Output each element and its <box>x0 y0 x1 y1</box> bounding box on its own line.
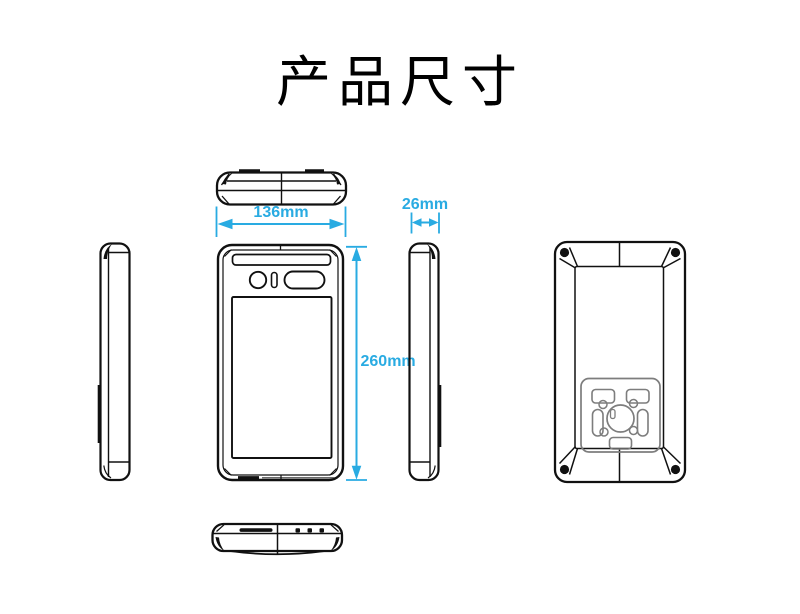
front-corner-seams <box>224 249 337 476</box>
screw-bottom-left-icon <box>559 464 570 475</box>
speaker-grille <box>231 253 332 266</box>
plate-center-hole <box>606 404 635 433</box>
width-dimension: 136mm <box>215 204 347 237</box>
bottom-corner-seams <box>216 524 339 532</box>
plate-hole-bottom-right <box>628 425 639 436</box>
bottom-view <box>211 522 344 556</box>
front-view <box>216 243 345 482</box>
depth-dimension-label: 26mm <box>402 196 448 213</box>
back-outline-outer <box>553 240 687 484</box>
back-outline-inner <box>574 265 665 450</box>
width-dimension-label: 136mm <box>253 204 308 221</box>
left-side-outline <box>99 242 131 482</box>
left-side-bottom-seam <box>103 465 112 479</box>
light-sensor-icon <box>270 271 278 289</box>
width-arrowhead-left <box>217 218 233 230</box>
mounting-plate-outline <box>580 377 661 453</box>
front-outline-inner <box>222 249 339 476</box>
plate-slot-top-left <box>591 388 616 404</box>
right-side-bottom-seam <box>427 465 436 479</box>
back-corner-gussets <box>558 247 682 475</box>
top-view <box>215 169 348 206</box>
depth-extension-lines <box>410 212 440 234</box>
height-arrowhead-bottom <box>351 465 362 480</box>
back-view <box>553 240 687 484</box>
width-extension-lines <box>215 206 347 237</box>
bottom-port-slot <box>239 528 273 532</box>
right-side-outline <box>408 242 440 482</box>
height-arrowhead-top <box>351 247 362 261</box>
bottom-corner-wedge-right <box>330 537 340 551</box>
left-side-view <box>97 242 131 482</box>
plate-slot-bottom <box>608 436 633 450</box>
mounting-plate <box>580 377 661 453</box>
bottom-mic-hole-1 <box>295 528 300 533</box>
plate-slot-right <box>636 408 649 437</box>
bottom-mic-hole-2 <box>307 528 312 533</box>
depth-arrowhead-right <box>429 218 439 227</box>
bottom-mic-hole-3 <box>319 528 324 533</box>
left-side-corner-wedge <box>103 244 112 259</box>
screw-top-right-icon <box>670 247 681 258</box>
depth-dimension: 26mm <box>402 196 448 234</box>
camera-window-icon <box>283 270 326 290</box>
page-title: 产品尺寸 <box>275 51 524 113</box>
height-dimension-label: 260mm <box>361 353 416 370</box>
plate-hole-top-right <box>628 398 639 409</box>
top-view-corner-wedge-right <box>330 173 341 185</box>
height-extension-lines <box>346 245 367 481</box>
plate-slot-left <box>591 408 604 437</box>
screw-top-left-icon <box>559 247 570 258</box>
screen <box>231 296 333 459</box>
screw-bottom-right-icon <box>670 464 681 475</box>
depth-arrowhead-left <box>412 218 422 227</box>
plate-hole-top-left <box>598 399 608 410</box>
right-side-view <box>408 242 442 482</box>
bottom-view-lip <box>229 550 326 556</box>
width-arrowhead-right <box>329 218 345 230</box>
camera-lens-icon <box>248 270 268 290</box>
plate-hole-bottom-left <box>599 427 609 437</box>
plate-center-notch <box>609 408 616 420</box>
right-side-corner-wedge <box>427 244 436 259</box>
height-dimension: 260mm <box>346 245 416 481</box>
bottom-corner-wedge-left <box>215 537 225 551</box>
top-view-corner-wedge-left <box>222 173 233 185</box>
